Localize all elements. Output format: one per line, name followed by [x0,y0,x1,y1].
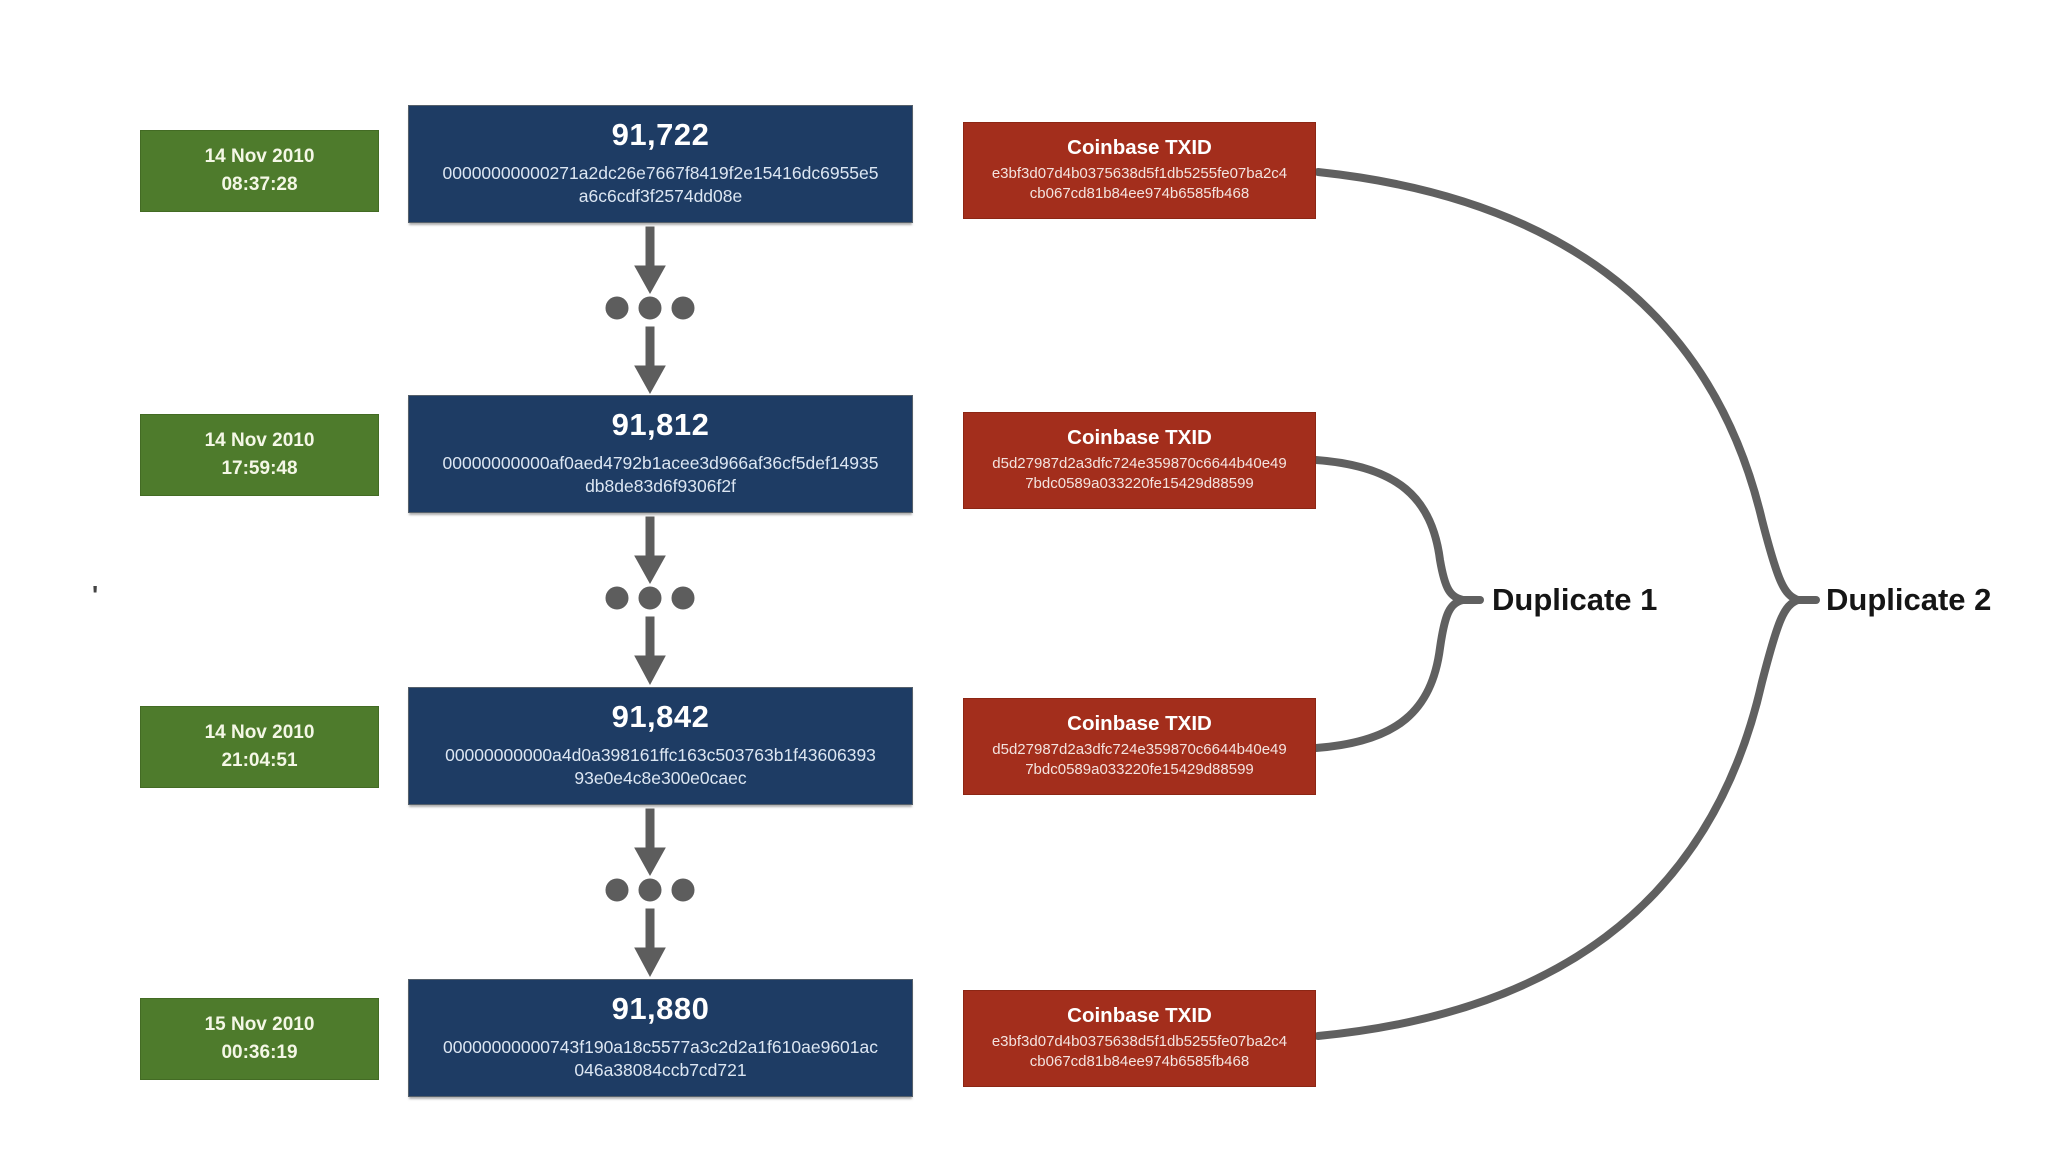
brace-duplicate-1 [1312,456,1484,752]
coinbase-txid-hash: e3bf3d07d4b0375638d5f1db5255fe07ba2c4 cb… [964,1032,1315,1073]
block-hash: 00000000000a4d0a398161ffc163c503763b1f43… [409,744,912,790]
coinbase-txid-line2: cb067cd81b84ee974b6585fb468 [1029,185,1250,203]
block-box-91812: 91,812 00000000000af0aed4792b1acee3d966a… [408,395,913,513]
block-hash-line2: 93e0e4c8e300e0caec [574,767,747,788]
block-box-91842: 91,842 00000000000a4d0a398161ffc163c5037… [408,687,913,805]
duplicate-1-label: Duplicate 1 [1492,582,1658,617]
block-hash-line2: a6c6cdf3f2574dd08e [578,185,743,206]
coinbase-txid-box-91880: Coinbase TXID e3bf3d07d4b0375638d5f1db52… [963,990,1316,1087]
timestamp-time: 00:36:19 [221,1042,298,1063]
block-hash-line1: 00000000000271a2dc26e7667f8419f2e15416dc… [442,163,879,183]
coinbase-txid-hash: d5d27987d2a3dfc724e359870c6644b40e49 7bd… [964,740,1315,781]
coinbase-txid-box-91812: Coinbase TXID d5d27987d2a3dfc724e359870c… [963,412,1316,509]
block-hash-line1: 00000000000743f190a18c5577a3c2d2a1f610ae… [442,1037,878,1057]
coinbase-txid-box-91722: Coinbase TXID e3bf3d07d4b0375638d5f1db52… [963,122,1316,219]
coinbase-txid-hash: d5d27987d2a3dfc724e359870c6644b40e49 7bd… [964,454,1315,495]
timestamp-date: 14 Nov 2010 [204,146,315,168]
timestamp-box-block-91842: 14 Nov 2010 21:04:51 [140,706,379,788]
block-height: 91,842 [611,699,710,734]
block-hash: 00000000000743f190a18c5577a3c2d2a1f610ae… [409,1036,912,1082]
block-hash-line1: 00000000000a4d0a398161ffc163c503763b1f43… [445,745,876,765]
block-hash: 00000000000271a2dc26e7667f8419f2e15416dc… [409,162,912,208]
coinbase-txid-title: Coinbase TXID [1067,136,1212,159]
coinbase-txid-line1: d5d27987d2a3dfc724e359870c6644b40e49 [992,455,1287,472]
timestamp-box-block-91880: 15 Nov 2010 00:36:19 [140,998,379,1080]
coinbase-txid-title: Coinbase TXID [1067,1004,1212,1027]
coinbase-txid-line1: e3bf3d07d4b0375638d5f1db5255fe07ba2c4 [991,1033,1288,1050]
block-hash-line2: 046a38084ccb7cd721 [574,1059,747,1080]
coinbase-txid-box-91842: Coinbase TXID d5d27987d2a3dfc724e359870c… [963,698,1316,795]
timestamp-date: 14 Nov 2010 [204,430,315,452]
block-height: 91,812 [611,407,710,442]
coinbase-txid-line2: cb067cd81b84ee974b6585fb468 [1029,1053,1250,1071]
timestamp-time: 08:37:28 [221,174,298,195]
coinbase-txid-line1: e3bf3d07d4b0375638d5f1db5255fe07ba2c4 [991,165,1288,182]
timestamp-time: 17:59:48 [221,458,298,479]
block-hash-line1: 00000000000af0aed4792b1acee3d966af36cf5d… [442,453,879,473]
timestamp-date: 15 Nov 2010 [204,1014,315,1036]
block-box-91722: 91,722 00000000000271a2dc26e7667f8419f2e… [408,105,913,223]
duplicate-2-label: Duplicate 2 [1826,582,1992,617]
block-height: 91,880 [611,991,710,1026]
coinbase-txid-title: Coinbase TXID [1067,426,1212,449]
chain-connector-3 [605,808,695,978]
chain-connector-1 [605,226,695,395]
chain-connector-2 [605,516,695,686]
coinbase-txid-line2: 7bdc0589a033220fe15429d88599 [1025,761,1254,779]
coinbase-txid-line2: 7bdc0589a033220fe15429d88599 [1025,475,1254,493]
coinbase-txid-line1: d5d27987d2a3dfc724e359870c6644b40e49 [992,741,1287,758]
coinbase-txid-title: Coinbase TXID [1067,712,1212,735]
coinbase-txid-hash: e3bf3d07d4b0375638d5f1db5255fe07ba2c4 cb… [964,164,1315,205]
block-hash-line2: db8de83d6f9306f2f [585,475,736,496]
timestamp-box-block-91812: 14 Nov 2010 17:59:48 [140,414,379,496]
timestamp-time: 21:04:51 [221,750,298,771]
timestamp-box-block-91722: 14 Nov 2010 08:37:28 [140,130,379,212]
block-height: 91,722 [611,117,710,152]
block-hash: 00000000000af0aed4792b1acee3d966af36cf5d… [409,452,912,498]
block-box-91880: 91,880 00000000000743f190a18c5577a3c2d2a… [408,979,913,1097]
stray-mark: ' [92,580,99,610]
timestamp-date: 14 Nov 2010 [204,722,315,744]
